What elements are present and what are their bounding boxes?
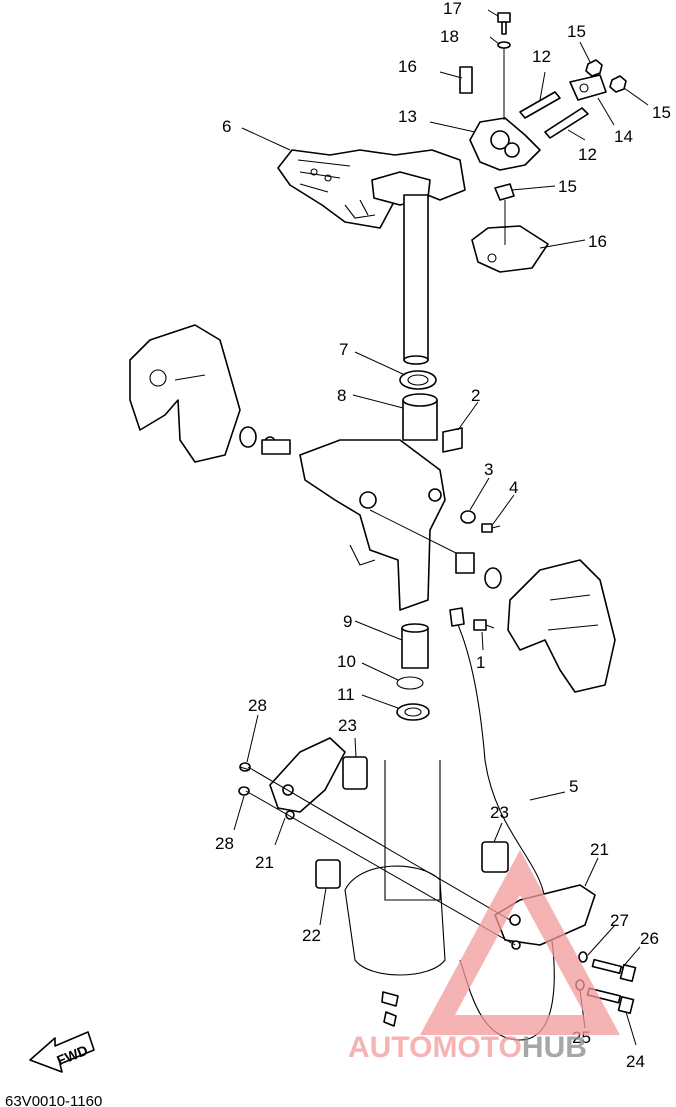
callout-18: 16	[588, 232, 607, 251]
clip-part	[494, 183, 515, 201]
lower-case-part	[344, 760, 446, 976]
callout-28: 28	[248, 696, 267, 715]
left-clamp-bracket	[129, 324, 241, 463]
svg-text:AUTOMOTOHUB: AUTOMOTOHUB	[348, 1031, 587, 1064]
spacer-2	[442, 427, 463, 453]
callout-12: 12	[532, 47, 551, 66]
callout-9: 9	[343, 612, 352, 631]
bolt-26	[591, 958, 637, 983]
watermark-hub: HUB	[522, 1031, 587, 1064]
nut-part	[609, 75, 627, 93]
bolt-4	[481, 523, 501, 533]
callout-13: 13	[398, 107, 417, 126]
callout-23: 23	[490, 803, 509, 822]
callout-27: 27	[610, 911, 629, 930]
bushing-right	[455, 552, 475, 574]
callout-14: 14	[614, 127, 633, 146]
nut-3	[460, 510, 476, 524]
rubber-23-right	[481, 841, 509, 873]
washer-7	[399, 370, 437, 390]
callout-2: 2	[471, 386, 480, 405]
callout-21: 21	[255, 853, 274, 872]
washer-right	[484, 567, 502, 589]
callout-5: 5	[569, 777, 578, 796]
rubber-22	[315, 859, 341, 889]
bolt-washer-top	[497, 12, 511, 120]
watermark-moto: MOTO	[432, 1031, 521, 1064]
steering-arm-part	[277, 149, 466, 365]
callout-19: 17	[443, 0, 462, 18]
bushing-8	[402, 393, 438, 441]
washer-28	[238, 786, 250, 796]
callout-7: 7	[339, 340, 348, 359]
callout-15: 15	[567, 22, 586, 41]
callout-23: 23	[338, 716, 357, 735]
callout-6: 6	[222, 117, 231, 136]
fwd-arrow-icon: FWD	[29, 1031, 95, 1073]
callout-3: 3	[484, 460, 493, 479]
callout-26: 26	[640, 929, 659, 948]
automotohub-watermark: AUTOMOTOHUB	[348, 850, 620, 1064]
watermark-auto: AUTO	[348, 1031, 432, 1064]
rubber-23-left	[342, 756, 368, 790]
drawing-code: 63V0010-1160	[5, 1093, 102, 1107]
callout-4: 4	[509, 478, 518, 497]
bushing-9	[401, 623, 429, 669]
callout-24: 24	[626, 1052, 645, 1071]
callout-10: 10	[337, 652, 356, 671]
bolt-1	[473, 619, 495, 631]
bracket-part	[469, 74, 607, 171]
right-clamp-bracket	[507, 559, 616, 693]
swivel-bracket-part	[299, 439, 446, 611]
callout-21: 21	[590, 840, 609, 859]
callout-12: 12	[578, 145, 597, 164]
plate-part	[471, 225, 549, 273]
callout-15: 15	[652, 103, 671, 122]
callout-labels: 17 18 16 15 12 15 13 6 14 12 15 16 7 8 2…	[215, 0, 671, 1071]
callout-22: 22	[302, 926, 321, 945]
o-ring-10	[396, 676, 424, 690]
washer-left	[239, 426, 257, 448]
callout-17: 15	[558, 177, 577, 196]
washer-27	[578, 951, 588, 963]
nut-part	[585, 59, 603, 77]
callout-1: 1	[476, 653, 485, 672]
callout-20: 18	[440, 27, 459, 46]
seal-11	[396, 703, 430, 721]
callout-16: 16	[398, 57, 417, 76]
pin-part	[459, 66, 473, 94]
callout-28: 28	[215, 834, 234, 853]
callout-11: 11	[337, 685, 355, 704]
mount-21-left	[269, 737, 346, 820]
callout-8: 8	[337, 386, 346, 405]
